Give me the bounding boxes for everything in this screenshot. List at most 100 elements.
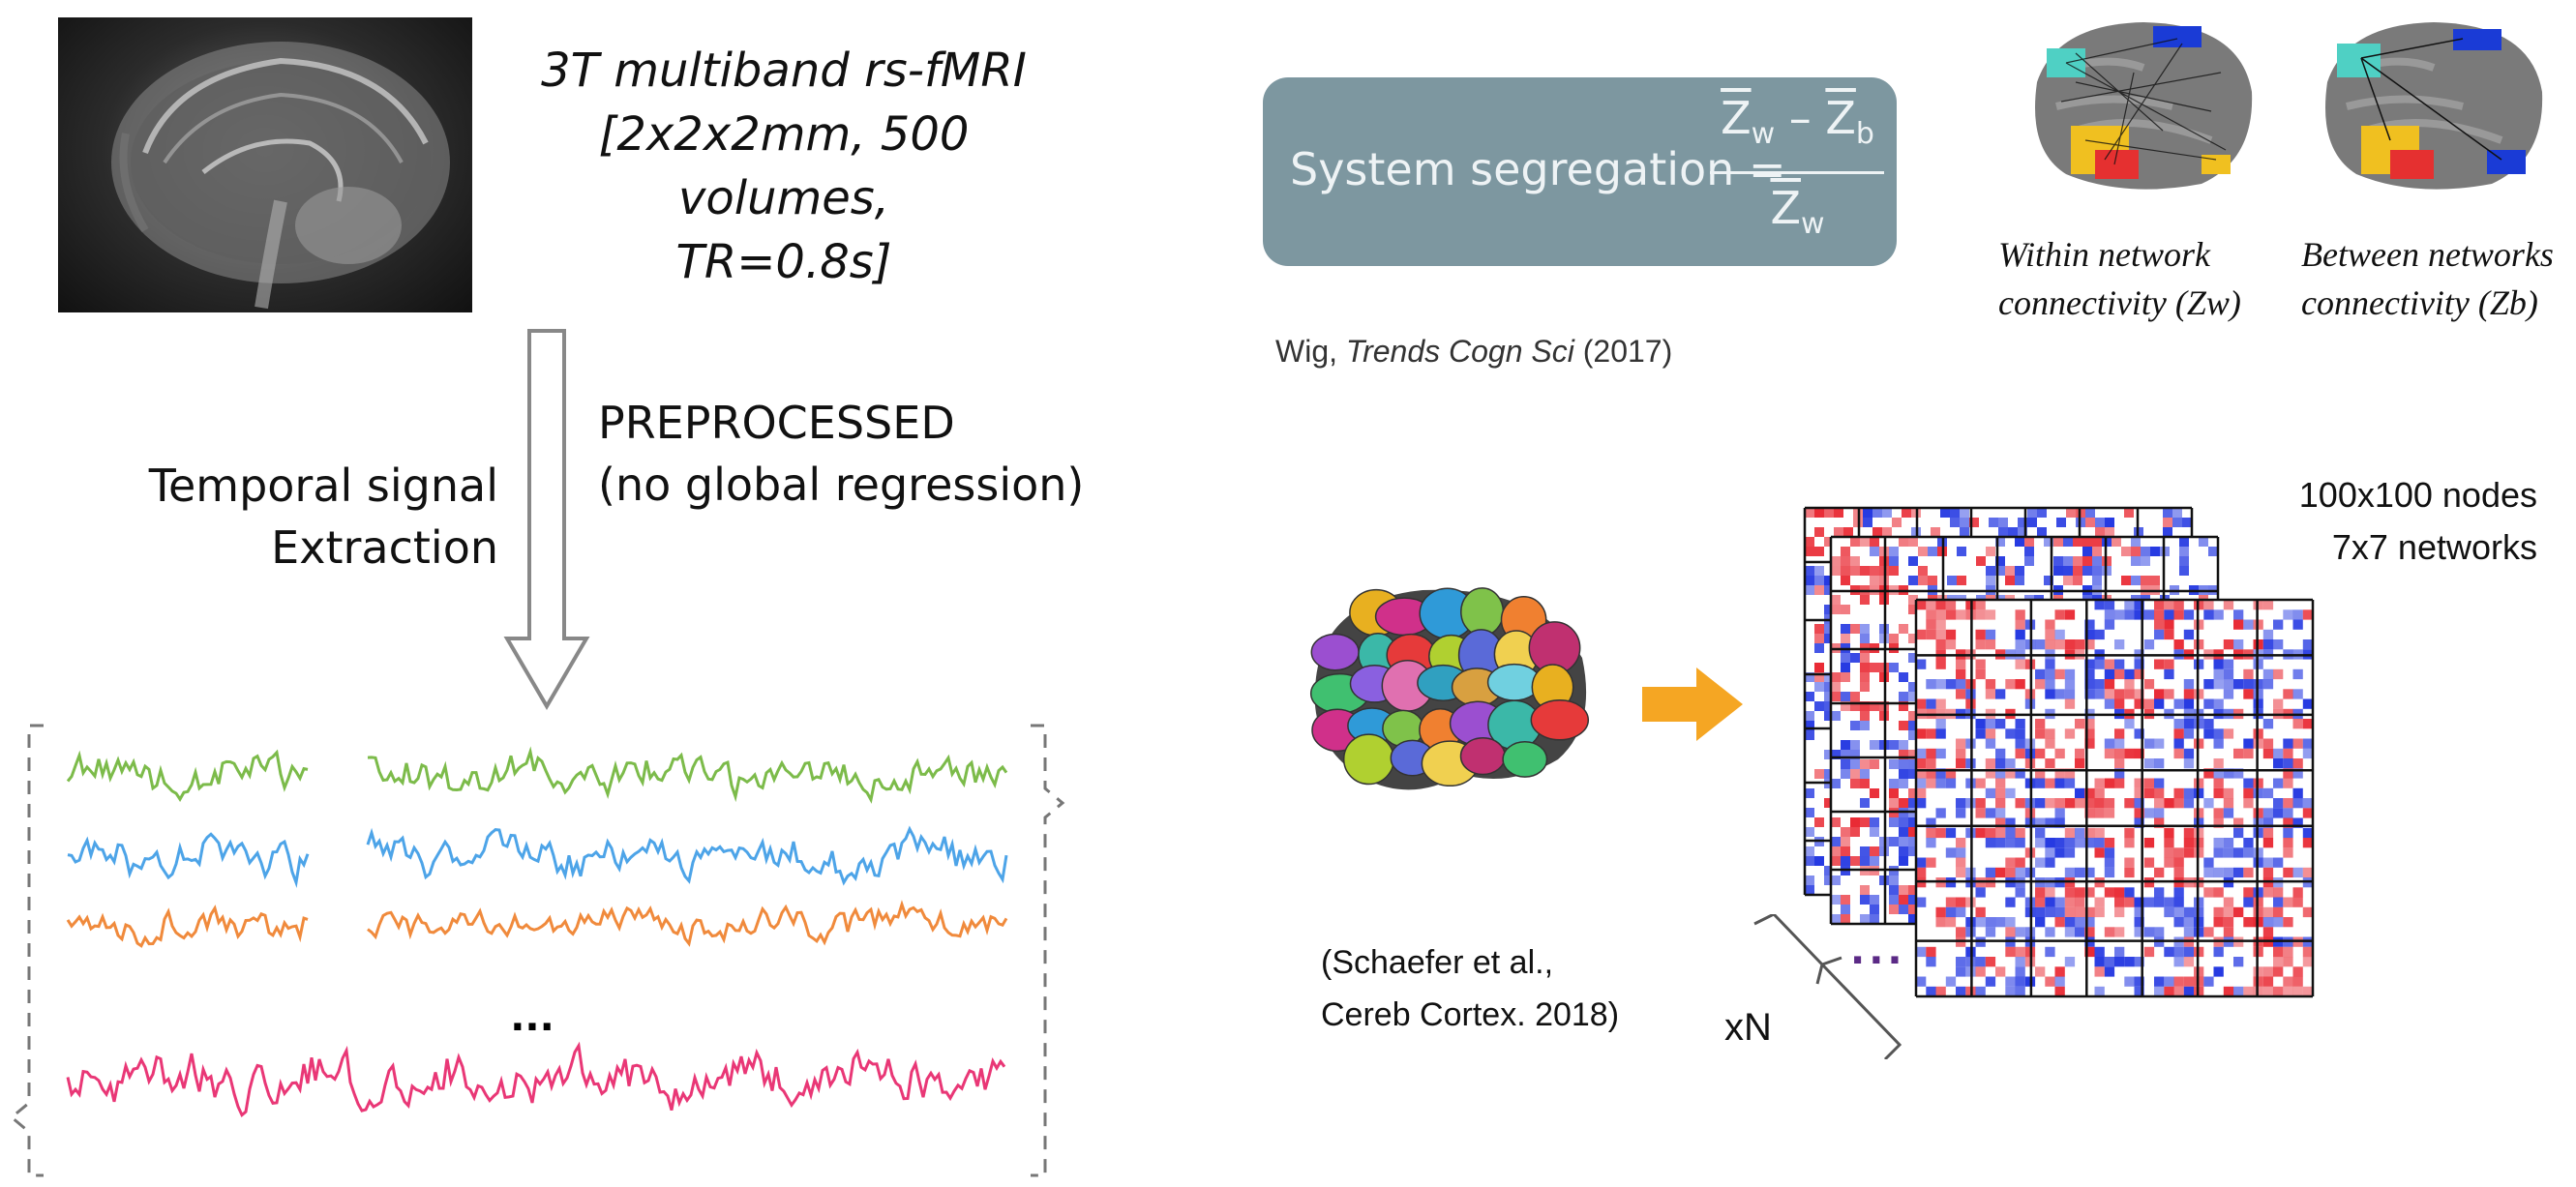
matrix-cell (2131, 537, 2141, 547)
matrix-cell (2262, 917, 2274, 928)
matrix-cell (2154, 600, 2165, 610)
matrix-cell (2104, 857, 2115, 868)
matrix-cell (2223, 798, 2234, 809)
matrix-cell (2035, 917, 2046, 928)
matrix-cell (1916, 976, 1927, 987)
matrix-cell (2114, 768, 2125, 779)
matrix-cell (2054, 798, 2065, 809)
matrix-cell (1841, 634, 1850, 643)
extraction-line-2: Extraction (271, 521, 498, 574)
matrix-cell (1805, 875, 1814, 885)
matrix-cell (2273, 778, 2284, 788)
matrix-cell (2213, 808, 2224, 818)
matrix-cell (2273, 698, 2284, 709)
matrix-cell (1831, 817, 1841, 827)
matrix-cell (1805, 537, 1814, 547)
matrix-cell (1985, 867, 1996, 878)
matrix-cell (2134, 659, 2144, 669)
matrix-cell (2134, 609, 2144, 620)
matrix-cell (1889, 875, 1899, 885)
matrix-cell (1916, 748, 1927, 759)
matrix-cell (1935, 778, 1946, 788)
matrix-cell (1935, 986, 1946, 997)
zb-symbol: Z (1825, 92, 1856, 144)
matrix-cell (2134, 917, 2144, 928)
matrix-cell (1975, 639, 1986, 650)
matrix-cell (2292, 897, 2303, 907)
matrix-cell (1843, 527, 1853, 537)
matrix-cell (2035, 668, 2046, 680)
matrix-cell (1908, 750, 1918, 759)
matrix-cell (2094, 838, 2105, 848)
matrix-cell (2134, 787, 2144, 799)
matrix-cell (2233, 619, 2244, 630)
matrix-cell (2143, 679, 2155, 690)
matrix-cell (2143, 787, 2155, 799)
matrix-cell (2173, 857, 2184, 868)
matrix-cell (2094, 957, 2105, 967)
matrix-cell (1899, 827, 1908, 837)
matrix-cell (2084, 838, 2095, 848)
schaefer-line-1: (Schaefer et al., (1321, 944, 1554, 981)
matrix-cell (2035, 679, 2046, 690)
matrix-cell (2134, 798, 2144, 809)
matrix-cell (2173, 946, 2184, 958)
matrix-cell (1805, 508, 1814, 518)
matrix-cell (2084, 679, 2095, 690)
matrix-cell (2141, 556, 2150, 566)
matrix-cell (1995, 778, 2006, 788)
matrix-cell (2233, 609, 2244, 620)
matrix-cell (2094, 689, 2105, 699)
matrix-cell (2283, 957, 2293, 967)
matrix-cell (2203, 600, 2214, 610)
matrix-cell (2064, 798, 2076, 809)
matrix-cell (1995, 966, 2006, 977)
matrix-cell (1985, 639, 1996, 650)
matrix-cell (1985, 838, 1996, 848)
matrix-cell (2064, 838, 2076, 848)
matrix-cell (2105, 518, 2114, 527)
matrix-cell (1841, 547, 1850, 556)
brain-parcel (1530, 699, 1590, 741)
matrix-cell (1926, 609, 1936, 620)
matrix-cell (2005, 927, 2016, 937)
matrix-cell (2053, 537, 2063, 547)
matrix-cell (1860, 846, 1870, 856)
matrix-cell (2084, 738, 2095, 749)
matrix-cell (2114, 906, 2125, 918)
matrix-cell (2213, 847, 2224, 858)
matrix-cell (2283, 808, 2293, 818)
matrix-cell (1985, 679, 1996, 690)
matrix-cell (2243, 838, 2254, 848)
matrix-cell (1850, 769, 1860, 779)
matrix-cell (2015, 728, 2025, 739)
matrix-cell (2154, 738, 2165, 749)
matrix-cell (1956, 957, 1966, 967)
matrix-cell (2233, 768, 2244, 779)
matrix-cell (2154, 867, 2165, 878)
matrix-cell (2094, 629, 2105, 640)
matrix-cell (1985, 787, 1996, 799)
matrix-cell (2063, 537, 2073, 547)
matrix-cell (2104, 957, 2115, 967)
matrix-cell (2075, 758, 2085, 769)
matrix-cell (2262, 976, 2274, 987)
matrix-cell (2064, 897, 2076, 907)
matrix-cell (2302, 609, 2314, 620)
matrix-cell (2154, 817, 2165, 828)
matrix-cell (2092, 566, 2102, 576)
within-caption-line-1: Within network (1998, 235, 2210, 274)
matrix-cell (2233, 817, 2244, 828)
matrix-cell (1995, 748, 2006, 759)
preprocessing-label: PREPROCESSED (no global regression) (598, 392, 1084, 516)
schaefer-citation: (Schaefer et al., Cereb Cortex. 2018) (1321, 936, 1619, 1041)
segregation-formula-box: System segregation = Zw – Zb Zw (1263, 77, 1897, 266)
formula-denominator: Zw (1708, 182, 1887, 241)
matrix-cell (2233, 748, 2244, 759)
matrix-cell (1975, 966, 1986, 977)
matrix-cell (2037, 527, 2047, 537)
matrix-cell (2015, 738, 2025, 749)
matrix-cell (1870, 905, 1879, 914)
matrix-cell (2114, 946, 2125, 958)
matrix-cell (2005, 867, 2016, 878)
